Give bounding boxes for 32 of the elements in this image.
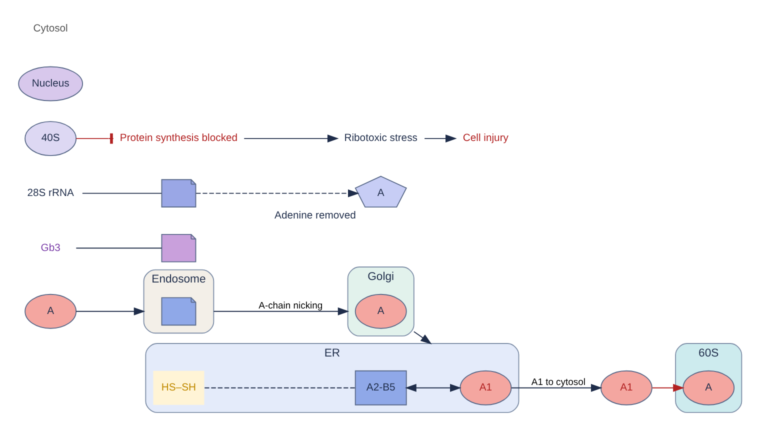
- node-box: A2-B5: [354, 370, 407, 406]
- node-ellipse: 40S: [24, 121, 77, 156]
- connector: [204, 387, 356, 388]
- arrow: [413, 331, 432, 344]
- arrow: [424, 134, 457, 143]
- node-text: Ribotoxic stress: [344, 133, 418, 144]
- cluster: Endosome: [143, 269, 214, 334]
- connector: [82, 192, 162, 194]
- node-text: Gb3: [40, 242, 60, 254]
- node-box: HS–SH: [153, 370, 204, 405]
- node-ellipse: A1: [460, 370, 512, 406]
- arrow: [244, 134, 339, 143]
- arrow: [652, 384, 684, 392]
- connector: [76, 248, 162, 249]
- edge-label: A-chain nicking: [258, 300, 323, 312]
- arrow: [213, 307, 350, 316]
- node-label: Adenine removed: [274, 210, 356, 222]
- edge-label: A1 to cytosol: [531, 377, 586, 388]
- node-text: Protein synthesis blocked: [120, 133, 238, 144]
- node-ellipse: A1: [600, 370, 652, 406]
- arrow: [405, 384, 462, 392]
- node-ellipse: A: [24, 294, 77, 329]
- node-ellipse: A: [682, 370, 735, 406]
- node-text: 28S rRNA: [27, 188, 74, 199]
- connector: [76, 133, 114, 144]
- arrow: [511, 384, 602, 392]
- node-text: Cell injury: [462, 133, 508, 144]
- arrow: [196, 189, 360, 198]
- node-ellipse: Nucleus: [18, 66, 84, 102]
- node-ellipse: A: [354, 294, 407, 329]
- arrow: [76, 307, 146, 316]
- label: Cytosol: [33, 24, 68, 35]
